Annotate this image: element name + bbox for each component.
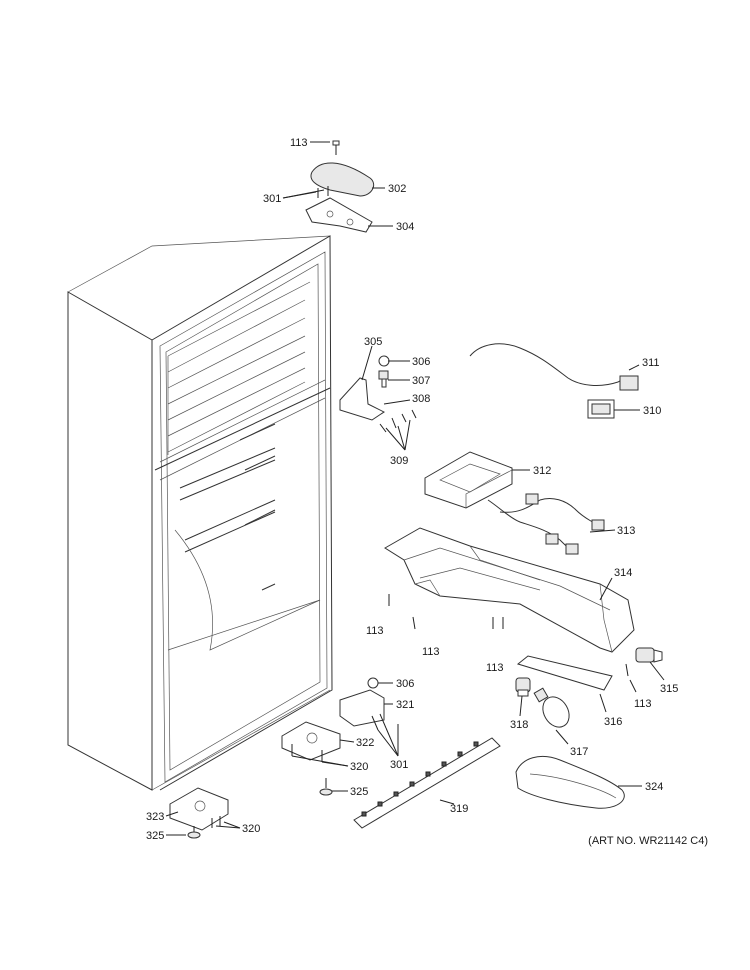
callout-306: 306 (412, 356, 430, 368)
callout-324: 324 (645, 781, 663, 793)
wire-harness-313 (487, 493, 605, 555)
callout-320: 320 (350, 761, 368, 773)
leveling-leg-325-bottom (187, 826, 201, 839)
center-hinge-assembly (339, 355, 417, 433)
callout-320: 320 (242, 823, 260, 835)
callout-301: 301 (390, 759, 408, 771)
callout-113: 113 (634, 698, 652, 710)
callout-315: 315 (660, 683, 678, 695)
callout-325: 325 (350, 786, 368, 798)
top-hinge-assembly (305, 140, 375, 233)
refrigerator-cabinet (67, 235, 333, 791)
callout-302: 302 (388, 183, 406, 195)
art-number: (ART NO. WR21142 C4) (588, 835, 708, 847)
hinge-cover-302 (310, 162, 375, 197)
callout-311: 311 (642, 357, 660, 369)
plug-315 (635, 647, 663, 663)
callout-307: 307 (412, 375, 430, 387)
washer-306 (378, 355, 390, 367)
callout-113: 113 (366, 625, 384, 637)
control-module-310 (587, 399, 615, 419)
callout-319: 319 (450, 803, 468, 815)
callout-113: 113 (290, 137, 308, 149)
callout-318: 318 (510, 719, 528, 731)
callout-301: 301 (263, 193, 281, 205)
callout-321: 321 (396, 699, 414, 711)
callout-317: 317 (570, 746, 588, 758)
callout-305: 305 (364, 336, 382, 348)
callout-316: 316 (604, 716, 622, 728)
leveling-bracket-322 (281, 721, 341, 761)
thermostat-capillary-311 (469, 343, 639, 391)
hinge-bracket-321 (339, 689, 385, 727)
light-shield-316 (516, 655, 613, 691)
lamp-cover-324 (515, 756, 625, 809)
screws-301-top (317, 186, 329, 198)
callout-312: 312 (533, 465, 551, 477)
center-hinge-bracket-305 (339, 377, 385, 421)
screw-113-top (332, 140, 340, 155)
toe-grille-319 (353, 737, 501, 829)
hinge-plate-304 (305, 197, 373, 233)
lower-hinge-assembly (281, 677, 387, 796)
bottom-hinge-323 (169, 787, 229, 831)
callout-306: 306 (396, 678, 414, 690)
callout-322: 322 (356, 737, 374, 749)
hinge-pin-307 (378, 370, 389, 388)
light-switch-housing-312 (424, 451, 513, 509)
callout-labels: 113 302 301 304 305 306 307 308 309 311 … (146, 137, 678, 842)
bottom-left-hinge-assembly (169, 787, 229, 839)
callout-113: 113 (422, 646, 440, 658)
callout-308: 308 (412, 393, 430, 405)
callout-310: 310 (643, 405, 661, 417)
leveling-leg-325 (319, 778, 333, 796)
callout-325: 325 (146, 830, 164, 842)
callout-314: 314 (614, 567, 632, 579)
callout-313: 313 (617, 525, 635, 537)
callout-304: 304 (396, 221, 414, 233)
lamp-socket-318 (515, 677, 531, 697)
washer-306-lower (367, 677, 379, 689)
screws-309 (379, 409, 417, 433)
light-bulb-317 (533, 687, 570, 728)
callout-309: 309 (390, 455, 408, 467)
callout-113: 113 (486, 662, 504, 674)
callout-323: 323 (146, 811, 164, 823)
control-housing-314 (384, 527, 635, 653)
leader-lines (165, 141, 665, 836)
screws-113-middle (388, 594, 629, 677)
